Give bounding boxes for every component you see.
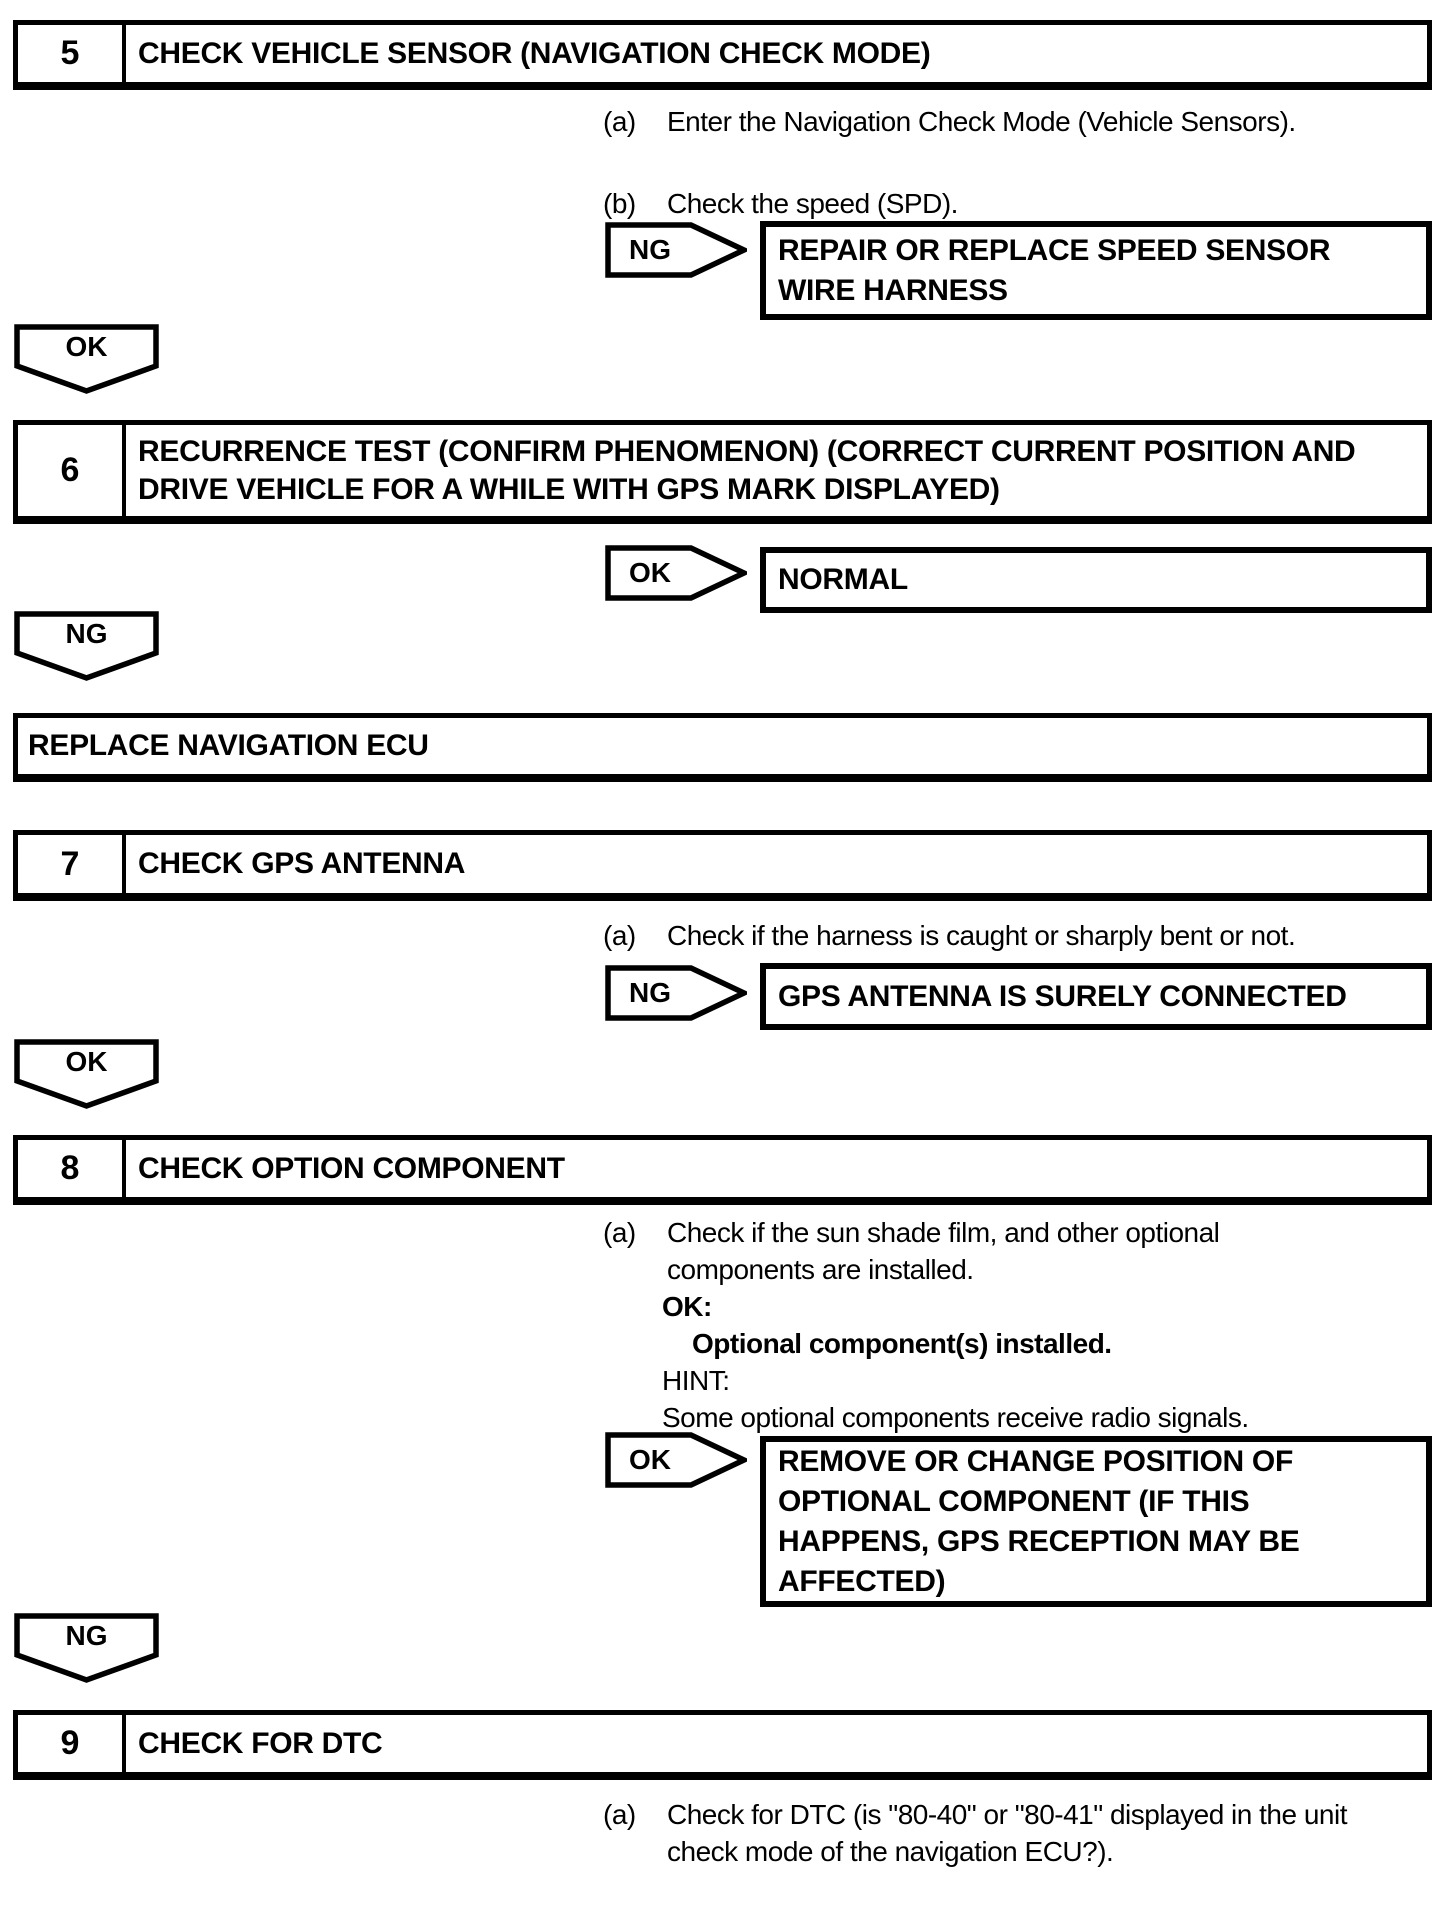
instruction-marker: (a) [603,106,636,137]
step-5-instruction-a: (a) Enter the Navigation Check Mode (Veh… [603,103,1296,140]
step-8-title: CHECK OPTION COMPONENT [138,1151,565,1185]
result-text: GPS ANTENNA IS SURELY CONNECTED [778,979,1347,1013]
branch-arrow-icon [605,965,747,1021]
step-7-ok-chip: OK [14,1039,159,1110]
continue-pentagon-icon [14,1613,159,1683]
step-7-number: 7 [18,835,126,893]
step-9-instruction-a: (a) Check for DTC (is "80-40" or "80-41"… [603,1796,1372,1870]
continue-pentagon-icon [14,1039,159,1109]
step-7-header: 7 CHECK GPS ANTENNA [13,830,1432,901]
continue-chip-label: OK [65,1046,108,1077]
step-8-ok-condition: Optional component(s) installed. [692,1328,1112,1359]
step-5-ok-chip: OK [14,324,159,395]
step-6-title: RECURRENCE TEST (CONFIRM PHENOMENON) (CO… [138,434,1356,506]
step-7-ng-flag: NG [605,965,747,1021]
result-text: NORMAL [778,563,908,596]
branch-flag-label: OK [629,1444,671,1475]
step-8-ok-label: OK: [662,1291,712,1322]
continue-pentagon-icon [14,611,159,681]
step-9-header: 9 CHECK FOR DTC [13,1710,1432,1780]
step-6-ng-chip: NG [14,611,159,682]
instruction-text: Check the speed (SPD). [667,188,958,219]
step-5-instruction-b: (b) Check the speed (SPD). [603,185,958,222]
step-7-title: CHECK GPS ANTENNA [138,847,466,880]
result-text: REPLACE NAVIGATION ECU [28,729,429,762]
step-6-header: 6 RECURRENCE TEST (CONFIRM PHENOMENON) (… [13,420,1432,524]
branch-flag-label: OK [629,557,671,588]
step-8-instruction-a: (a) Check if the sun shade film, and oth… [603,1214,1372,1288]
replace-ecu-result-box: REPLACE NAVIGATION ECU [13,713,1432,782]
step-5-ng-flag: NG [605,222,747,278]
step-5-header: 5 CHECK VEHICLE SENSOR (NAVIGATION CHECK… [13,20,1432,90]
step-7-instruction-a: (a) Check if the harness is caught or sh… [603,917,1296,954]
step-8-ok-flag: OK [605,1432,747,1488]
step-6-result-box: NORMAL [760,547,1432,613]
step-9-number: 9 [18,1715,126,1772]
result-text: REMOVE OR CHANGE POSITION OF OPTIONAL CO… [778,1444,1300,1598]
instruction-marker: (a) [603,920,636,951]
step-8-header: 8 CHECK OPTION COMPONENT [13,1135,1432,1205]
instruction-marker: (b) [603,188,636,219]
branch-arrow-icon [605,222,747,278]
instruction-text: Check if the sun shade film, and other o… [667,1217,1220,1285]
step-5-result-box: REPAIR OR REPLACE SPEED SENSOR WIRE HARN… [760,221,1432,320]
step-6-ok-flag: OK [605,545,747,601]
instruction-text: Enter the Navigation Check Mode (Vehicle… [667,106,1296,137]
step-8-ng-chip: NG [14,1613,159,1684]
instruction-text: Check if the harness is caught or sharpl… [667,920,1296,951]
instruction-marker: (a) [603,1217,636,1248]
step-5-title: CHECK VEHICLE SENSOR (NAVIGATION CHECK M… [138,36,931,70]
instruction-marker: (a) [603,1799,636,1830]
step-6-number: 6 [18,425,126,516]
step-8-hint-text: Some optional components receive radio s… [662,1402,1249,1433]
branch-flag-label: NG [629,234,671,265]
branch-arrow-icon [605,545,747,601]
step-8-result-box: REMOVE OR CHANGE POSITION OF OPTIONAL CO… [760,1436,1432,1607]
step-8-number: 8 [18,1140,126,1197]
continue-pentagon-icon [14,324,159,394]
step-9-title: CHECK FOR DTC [138,1726,383,1760]
branch-flag-label: NG [629,977,671,1008]
continue-chip-label: OK [65,331,108,362]
step-5-number: 5 [18,25,126,82]
step-8-hint-label: HINT: [662,1365,730,1396]
continue-chip-label: NG [65,1620,108,1651]
branch-arrow-icon [605,1432,747,1488]
continue-chip-label: NG [65,618,108,649]
instruction-text: Check for DTC (is "80-40" or "80-41" dis… [667,1799,1347,1867]
result-text: REPAIR OR REPLACE SPEED SENSOR WIRE HARN… [778,233,1331,307]
step-7-result-box: GPS ANTENNA IS SURELY CONNECTED [760,963,1432,1030]
